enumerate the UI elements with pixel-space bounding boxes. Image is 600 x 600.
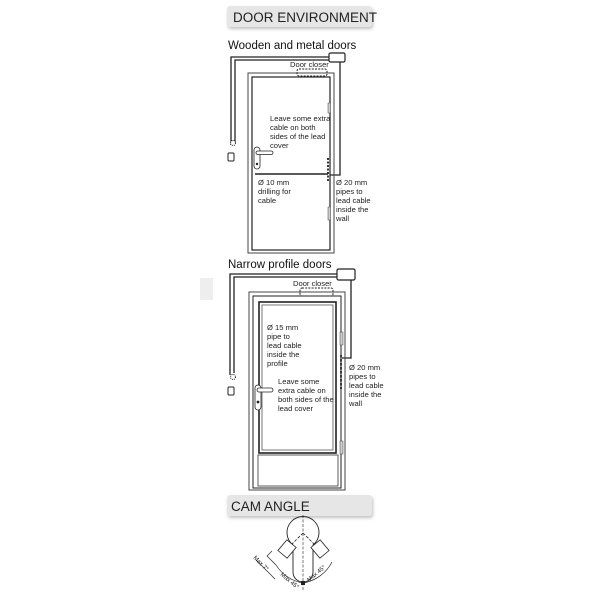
control-box-icon [336,268,356,281]
door-closer-label: Door closer [293,279,332,288]
door-handle-icon [254,384,274,411]
keypad-icon [227,386,235,396]
reader-icon [230,374,236,380]
pipes-note: Ø 20 mm pipes to lead cable inside the w… [335,178,373,223]
wooden-door-title: Wooden and metal doors [228,40,357,52]
control-box-icon [328,52,346,63]
leave-cable-note: Leave some extra cable on both sides of … [278,377,336,413]
section-header-door-environment: DOOR ENVIRONMENT [227,6,377,27]
section-title: CAM ANGLE [231,499,310,514]
reader-icon [230,140,236,146]
pipes-note: Ø 20 mm pipes to lead cable inside the w… [348,363,386,408]
leave-cable-note: Leave some extra cable on both sides of … [270,114,333,150]
max-7-label: Max 7° [252,555,270,573]
door-handle-icon [253,146,274,170]
door [251,76,331,251]
wooden-door-diagram: Wooden and metal doors Door closer Leave… [227,40,373,254]
door-closer-label: Door closer [290,60,329,69]
profile-pipe-note: Ø 15 mm pipe to lead cable inside the pr… [267,323,304,368]
section-header-cam-angle: CAM ANGLE [227,495,372,516]
keypad-icon [227,152,235,162]
section-title: DOOR ENVIRONMENT [233,10,377,25]
drilling-note: Ø 10 mm drilling for cable [258,178,293,205]
max-45-right-label: Max 45° [306,564,327,583]
narrow-door-diagram: Narrow profile doors Door closer Ø 15 mm… [200,259,386,491]
narrow-door-title: Narrow profile doors [228,259,332,271]
cam-angle-diagram: Max 7° Max 45° Max 45° [252,515,333,591]
